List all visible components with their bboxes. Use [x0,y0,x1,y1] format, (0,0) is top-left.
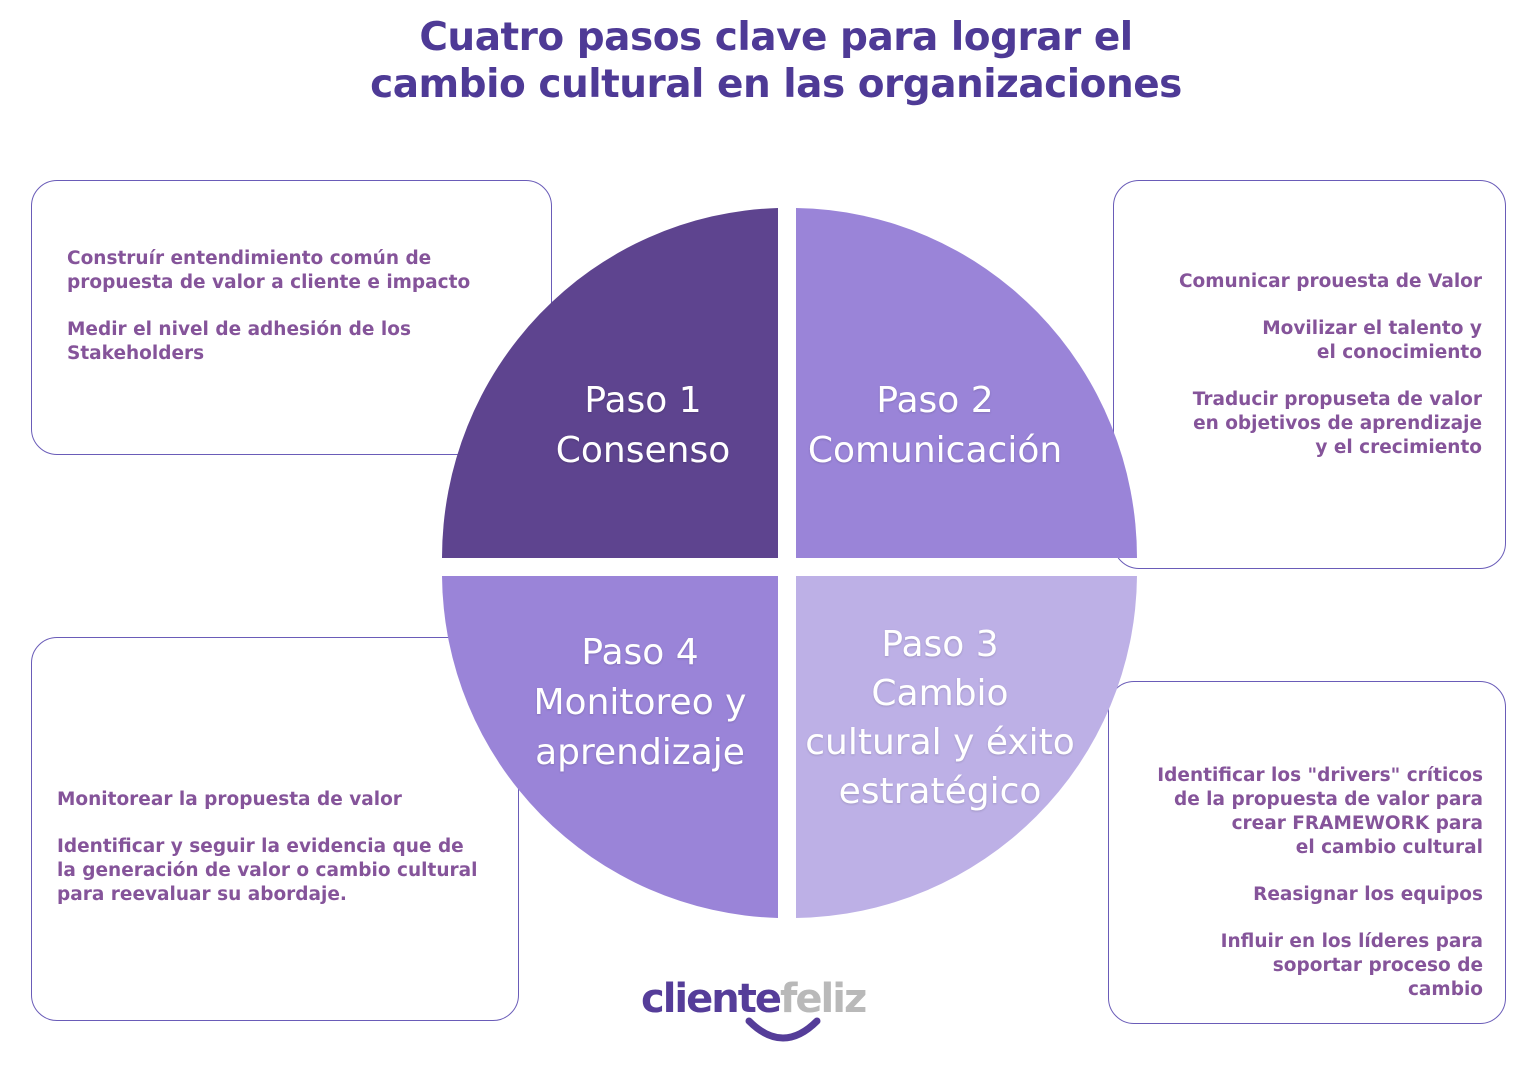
detail-item: Identificar los "drivers" críticos de la… [1157,764,1483,860]
detail-line: cambio [1407,979,1483,1000]
step-3-details: Identificar los "drivers" críticos de la… [1157,764,1483,1002]
quadrant-step-3 [796,576,1137,918]
detail-line: para reevaluar su abordaje. [57,884,347,905]
detail-item: Comunicar prouesta de Valor [1179,270,1482,294]
detail-line: Identificar los "drivers" críticos [1157,765,1483,786]
detail-line: Identificar y seguir la evidencia que de [57,836,464,857]
step-2-details-box [1113,180,1506,569]
step-3-name-line-3: estratégico [838,771,1042,812]
step-1-name: Consenso [555,430,731,471]
step-4-details: Monitorear la propuesta de valor Identif… [57,788,477,907]
step-2-number: Paso 2 [876,380,994,421]
detail-line: Medir el nivel de adhesión de los [67,319,411,340]
step-3-details-box [1108,681,1506,1024]
step-3-number: Paso 3 [881,624,999,665]
step-3-name-line-1: Cambio [871,673,1009,714]
step-2-name: Comunicación [807,430,1063,471]
detail-line: soportar proceso de [1272,955,1483,976]
detail-item: Influir en los líderes para soportar pro… [1157,930,1483,1002]
detail-line: crear FRAMEWORK para [1231,813,1483,834]
logo-word-feliz: feliz [780,976,867,1022]
step-1-number: Paso 1 [584,380,702,421]
detail-line: Monitorear la propuesta de valor [57,789,402,810]
detail-item: Reasignar los equipos [1157,883,1483,907]
detail-line: Stakeholders [67,343,205,364]
detail-item: Medir el nivel de adhesión de los Stakeh… [67,318,470,366]
detail-line: el cambio cultural [1295,837,1483,858]
detail-line: la generación de valor o cambio cultural [57,860,478,881]
detail-line: Comunicar prouesta de Valor [1178,271,1482,292]
detail-item: Movilizar el talento y el conocimiento [1179,317,1482,365]
detail-item: Construír entendimiento común de propues… [67,247,470,295]
step-4-label: Paso 4 Monitoreo y aprendizaje [505,628,775,778]
logo-word-cliente: cliente [641,976,782,1022]
detail-line: Construír entendimiento común de [67,248,432,269]
step-4-name-line-2: aprendizaje [535,732,745,773]
step-1-label: Paso 1 Consenso [508,376,778,476]
step-1-details: Construír entendimiento común de propues… [67,247,470,366]
detail-line: Reasignar los equipos [1253,884,1483,905]
step-4-number: Paso 4 [581,632,699,673]
detail-item: Monitorear la propuesta de valor [57,788,477,812]
detail-line: el conocimiento [1316,342,1482,363]
detail-line: Influir en los líderes para [1220,931,1483,952]
quadrant-step-4 [442,576,778,918]
step-4-details-box [31,637,519,1021]
title-line-1: Cuatro pasos clave para lograr el [419,15,1133,60]
detail-line: Movilizar el talento y [1262,318,1482,339]
quadrant-step-2 [796,208,1137,558]
step-4-name-line-1: Monitoreo y [533,682,747,723]
title-line-2: cambio cultural en las organizaciones [370,62,1182,107]
smile-icon [745,1017,821,1042]
detail-line: de la propuesta de valor para [1173,789,1483,810]
step-3-label: Paso 3 Cambio cultural y éxito estratégi… [800,620,1080,816]
detail-line: y el crecimiento [1315,437,1482,458]
step-3-name-line-2: cultural y éxito [805,722,1075,763]
detail-line: propuesta de valor a cliente e impacto [67,272,471,293]
detail-line: en objetivos de aprendizaje [1193,413,1482,434]
detail-item: Traducir propuseta de valor en objetivos… [1179,388,1482,460]
step-1-details-box [31,180,552,455]
step-2-details: Comunicar prouesta de Valor Movilizar el… [1179,270,1482,460]
step-2-label: Paso 2 Comunicación [795,376,1075,476]
detail-item: Identificar y seguir la evidencia que de… [57,835,477,907]
quadrant-step-1 [441,208,778,558]
page-title: Cuatro pasos clave para lograr el cambio… [0,14,1536,108]
clientefeliz-logo: clientefeliz [641,975,881,1045]
detail-line: Traducir propuseta de valor [1192,389,1482,410]
